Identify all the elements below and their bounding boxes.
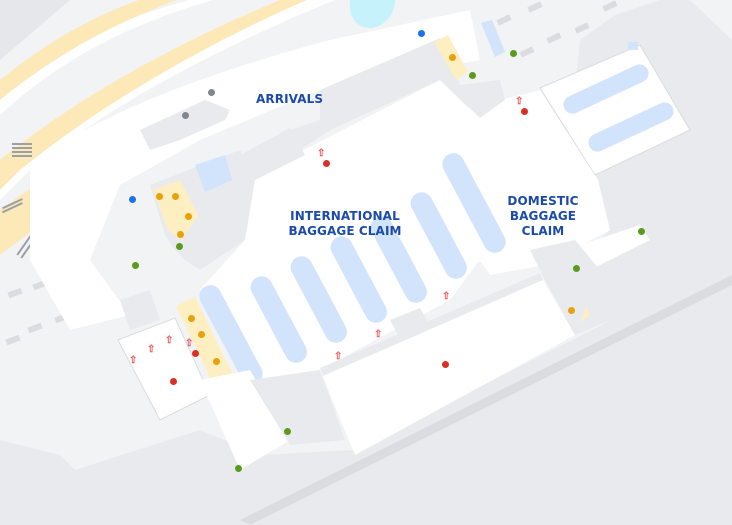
exit-arrow-icon: ⇧ xyxy=(129,355,138,366)
international-label-line1: INTERNATIONAL xyxy=(290,209,400,223)
exit-arrow-icon: ⇧ xyxy=(317,148,326,159)
exit-arrow-icon: ⇧ xyxy=(334,351,343,362)
restroom-poi-icon[interactable] xyxy=(169,377,177,385)
elevator-poi-icon[interactable] xyxy=(175,242,183,250)
info-poi-icon[interactable] xyxy=(417,29,425,37)
elevator-poi-icon[interactable] xyxy=(509,49,517,57)
elevator-poi-icon[interactable] xyxy=(283,427,291,435)
elevator-poi-icon[interactable] xyxy=(131,261,139,269)
exit-arrow-icon: ⇧ xyxy=(185,338,194,349)
shop-poi-icon[interactable] xyxy=(567,306,575,314)
shop-poi-icon[interactable] xyxy=(155,192,163,200)
domestic-label-line1: DOMESTIC xyxy=(507,194,579,208)
restroom-poi-icon[interactable] xyxy=(191,349,199,357)
parking-poi-icon[interactable] xyxy=(181,111,189,119)
elevator-poi-icon[interactable] xyxy=(637,227,645,235)
shop-poi-icon[interactable] xyxy=(171,192,179,200)
exit-arrow-icon: ⇧ xyxy=(442,291,451,302)
international-label-line2: BAGGAGE CLAIM xyxy=(288,224,402,238)
restroom-poi-icon[interactable] xyxy=(441,360,449,368)
shop-poi-icon[interactable] xyxy=(448,53,456,61)
restroom-poi-icon[interactable] xyxy=(322,159,330,167)
domestic-label-line2: BAGGAGE CLAIM xyxy=(509,209,577,238)
domestic-baggage-claim-label: DOMESTIC BAGGAGE CLAIM xyxy=(487,194,599,239)
restroom-poi-icon[interactable] xyxy=(520,107,528,115)
shop-poi-icon[interactable] xyxy=(184,212,192,220)
shop-poi-icon[interactable] xyxy=(176,230,184,238)
exit-arrow-icon: ⇧ xyxy=(374,329,383,340)
exit-arrow-icon: ⇧ xyxy=(515,96,524,107)
elevator-poi-icon[interactable] xyxy=(572,264,580,272)
exit-arrow-icon: ⇧ xyxy=(147,344,156,355)
elevator-poi-icon[interactable] xyxy=(234,464,242,472)
shop-poi-icon[interactable] xyxy=(187,314,195,322)
shop-poi-icon[interactable] xyxy=(212,357,220,365)
info-poi-icon[interactable] xyxy=(128,195,136,203)
shop-poi-icon[interactable] xyxy=(197,330,205,338)
international-baggage-claim-label: INTERNATIONAL BAGGAGE CLAIM xyxy=(286,209,404,239)
arrivals-label: ARRIVALS xyxy=(256,92,324,106)
parking-poi-icon[interactable] xyxy=(207,88,215,96)
elevator-poi-icon[interactable] xyxy=(468,71,476,79)
exit-arrow-icon: ⇧ xyxy=(165,335,174,346)
